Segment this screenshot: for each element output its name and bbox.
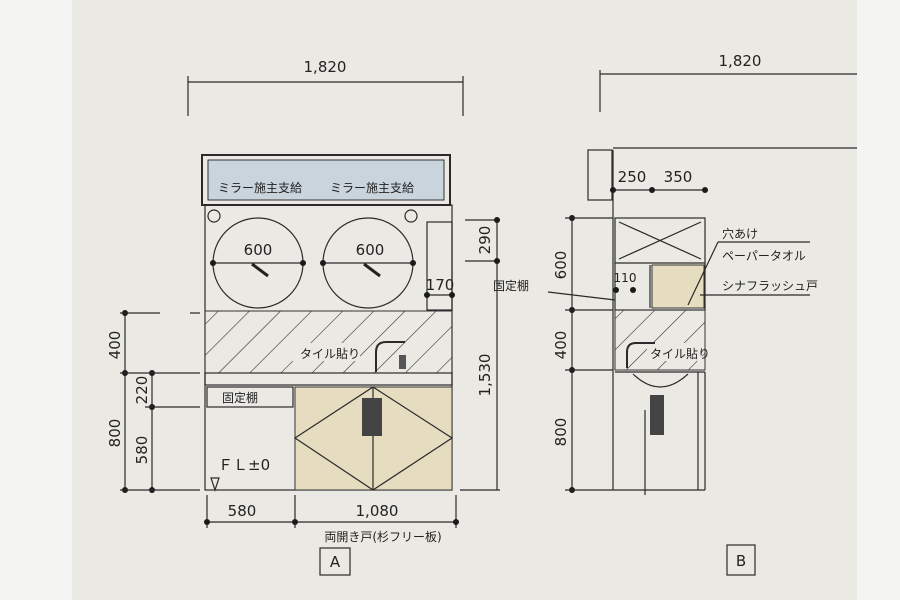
- dim-400: 400: [552, 331, 570, 360]
- dim-350: 350: [664, 168, 693, 186]
- mirror-diameter: 600: [356, 241, 385, 259]
- dim-width-a: 1,820: [304, 58, 347, 76]
- faucet: [626, 342, 655, 368]
- drain-trap: [650, 395, 664, 435]
- dim-220: 220: [133, 376, 151, 405]
- drain-trap: [362, 398, 382, 436]
- tile-label: タイル貼り: [650, 346, 710, 361]
- door-label: シナフラッシュ戸: [722, 279, 818, 293]
- paper-towel-door: [651, 264, 705, 309]
- tile-label: タイル貼り: [300, 346, 360, 361]
- dim-800: 800: [552, 418, 570, 447]
- tile-area: [204, 310, 453, 374]
- dim-580: 580: [133, 436, 151, 465]
- dim-250: 250: [618, 168, 647, 186]
- mirror-diameter: 600: [244, 241, 273, 259]
- door-label: 両開き戸(杉フリー板): [324, 530, 441, 544]
- view-tag-b: [726, 544, 756, 576]
- counter: [204, 372, 453, 386]
- shelf-label: 固定棚: [222, 390, 258, 405]
- faucet: [375, 341, 405, 372]
- dim-580: 580: [228, 502, 257, 520]
- hole-label: 穴あけ: [722, 226, 758, 241]
- dim-400: 400: [106, 331, 124, 360]
- mirror-label: ミラー施主支給: [218, 181, 302, 195]
- dim-width-b: 1,820: [719, 52, 762, 70]
- view-tag-a: [319, 547, 351, 576]
- dim-600: 600: [552, 251, 570, 280]
- sink-bowl: [632, 373, 689, 388]
- dim-1080: 1,080: [356, 502, 399, 520]
- dim-1530: 1,530: [476, 354, 494, 397]
- dim-800: 800: [106, 419, 124, 448]
- fixed-shelf-label: 固定棚: [493, 278, 529, 293]
- floor-level: ＦＬ±0: [218, 456, 270, 474]
- paper: [72, 0, 857, 600]
- towel-label: ペーパータオル: [722, 249, 806, 263]
- dim-110: 110: [614, 271, 637, 285]
- view-label: A: [330, 553, 341, 571]
- wall-section: [587, 149, 613, 201]
- dim-170: 170: [426, 276, 455, 294]
- elevation-b: 1,820 250 350 110 穴あけ ペーパータオル シナフラッシュ戸 タ…: [552, 52, 857, 576]
- dim-290: 290: [476, 226, 494, 255]
- mirror-label: ミラー施主支給: [330, 181, 414, 195]
- mirror: [207, 159, 445, 201]
- elevation-a: 1,820 ミラー施主支給 ミラー施主支給 600 600 170 タイル貼り …: [106, 58, 616, 576]
- view-label: B: [736, 552, 746, 570]
- fixed-shelf: [206, 386, 294, 408]
